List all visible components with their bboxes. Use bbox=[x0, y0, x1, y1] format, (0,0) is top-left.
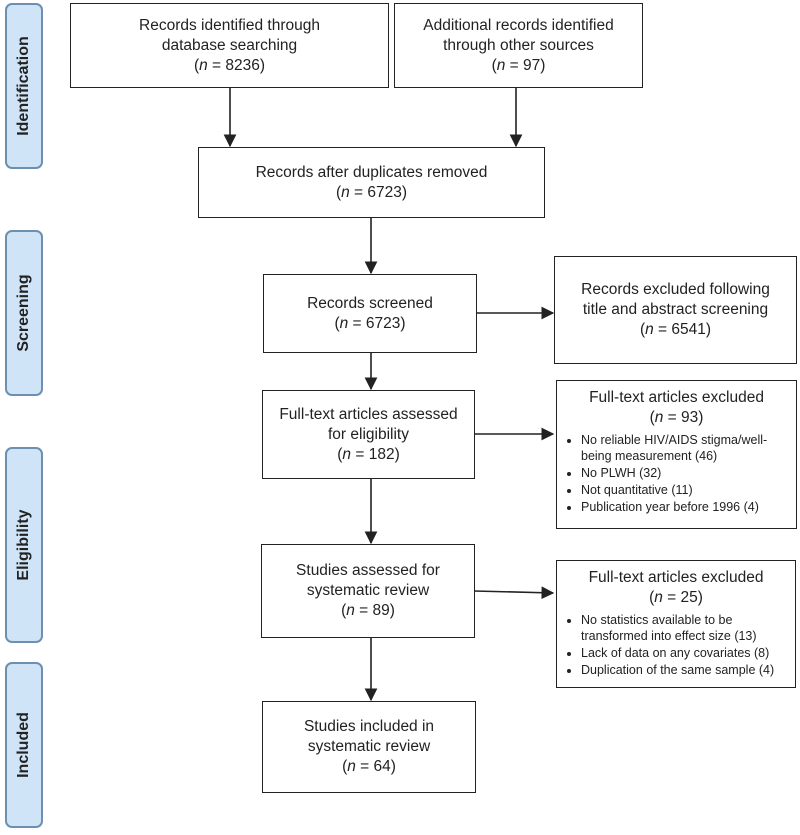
phase-label: Identification bbox=[15, 36, 32, 136]
box-fulltext-assessed: Full-text articles assessed for eligibil… bbox=[262, 390, 475, 479]
phase-eligibility: Eligibility bbox=[5, 447, 43, 643]
exclusion-reason: Publication year before 1996 (4) bbox=[581, 499, 790, 515]
box-database-searching: Records identified through database sear… bbox=[70, 3, 389, 88]
phase-included: Included bbox=[5, 662, 43, 828]
exclusion-reason: No statistics available to be transforme… bbox=[581, 612, 789, 644]
box-fulltext-excluded-1: Full-text articles excluded (n = 93) No … bbox=[556, 380, 797, 529]
phase-label: Screening bbox=[15, 274, 32, 352]
box-fulltext-excluded-2: Full-text articles excluded (n = 25) No … bbox=[556, 560, 796, 688]
exclusion-reason: Duplication of the same sample (4) bbox=[581, 662, 789, 678]
box-records-excluded: Records excluded following title and abs… bbox=[554, 256, 797, 364]
phase-identification: Identification bbox=[5, 3, 43, 169]
exclusion-reason: Lack of data on any covariates (8) bbox=[581, 645, 789, 661]
box-studies-included: Studies included in systematic review (n… bbox=[262, 701, 476, 793]
box-studies-assessed: Studies assessed for systematic review (… bbox=[261, 544, 475, 638]
exclusion-reason: No reliable HIV/AIDS stigma/well-being m… bbox=[581, 432, 790, 464]
phase-screening: Screening bbox=[5, 230, 43, 396]
exclusion-reasons-list: No reliable HIV/AIDS stigma/well-being m… bbox=[563, 432, 790, 516]
box-duplicates-removed: Records after duplicates removed (n = 67… bbox=[198, 147, 545, 218]
phase-label: Eligibility bbox=[15, 509, 32, 581]
arrow-studies-to-excluded bbox=[473, 586, 555, 600]
exclusion-reason: No PLWH (32) bbox=[581, 465, 790, 481]
exclusion-reason: Not quantitative (11) bbox=[581, 482, 790, 498]
phase-label: Included bbox=[15, 712, 32, 778]
exclusion-reasons-list: No statistics available to be transforme… bbox=[563, 612, 789, 679]
box-other-sources: Additional records identified through ot… bbox=[394, 3, 643, 88]
box-records-screened: Records screened (n = 6723) bbox=[263, 274, 477, 353]
